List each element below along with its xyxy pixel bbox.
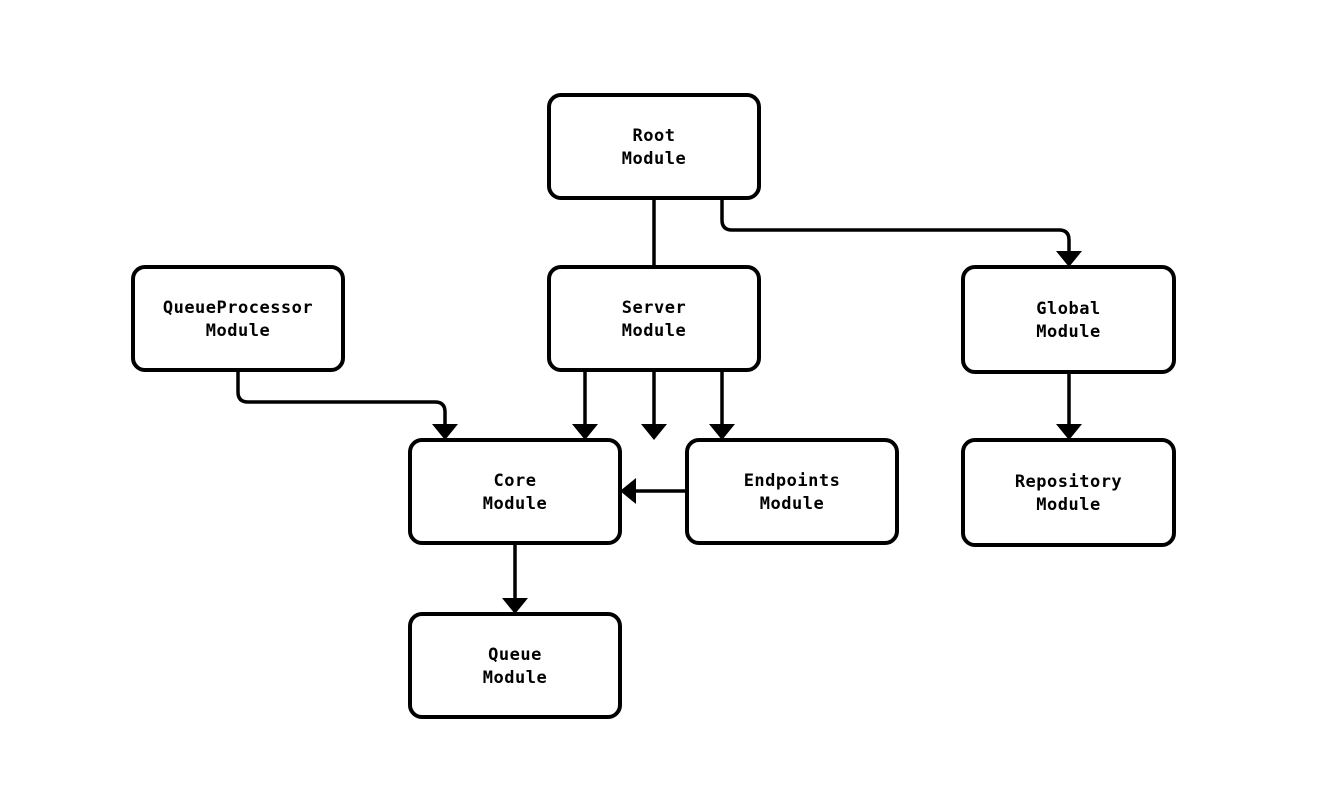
edge-server-to-core xyxy=(572,370,598,440)
global-module-node-box xyxy=(961,265,1176,374)
edge-core-to-queue-arrowhead xyxy=(502,598,528,614)
edge-endpoints-to-core-arrowhead xyxy=(620,478,636,504)
edge-root-to-global-arrowhead xyxy=(1056,251,1082,267)
repository-module-node-box xyxy=(961,438,1176,547)
edges-layer xyxy=(236,198,1082,614)
edge-server-to-core-arrowhead xyxy=(572,424,598,440)
edge-root-to-global-line xyxy=(720,198,1071,255)
edge-server-to-endpoints-arrowhead xyxy=(709,424,735,440)
edge-core-to-queue xyxy=(502,543,528,614)
edge-queueprocessor-to-core xyxy=(236,370,458,440)
edge-root-to-server-arrowhead xyxy=(641,424,667,440)
edge-endpoints-to-core xyxy=(620,478,687,504)
queue-module-node-box xyxy=(408,612,622,719)
endpoints-module-node-box xyxy=(685,438,899,545)
edge-queueprocessor-to-core-arrowhead xyxy=(432,424,458,440)
root-module-node-box xyxy=(547,93,761,200)
edge-root-to-global xyxy=(720,198,1082,267)
edge-global-to-repository xyxy=(1056,372,1082,440)
edge-global-to-repository-arrowhead xyxy=(1056,424,1082,440)
edge-server-to-endpoints xyxy=(709,370,735,440)
edge-queueprocessor-to-core-line xyxy=(236,370,447,428)
queueprocessor-module-node-box xyxy=(131,265,345,372)
server-module-node-box xyxy=(547,265,761,372)
core-module-node-box xyxy=(408,438,622,545)
